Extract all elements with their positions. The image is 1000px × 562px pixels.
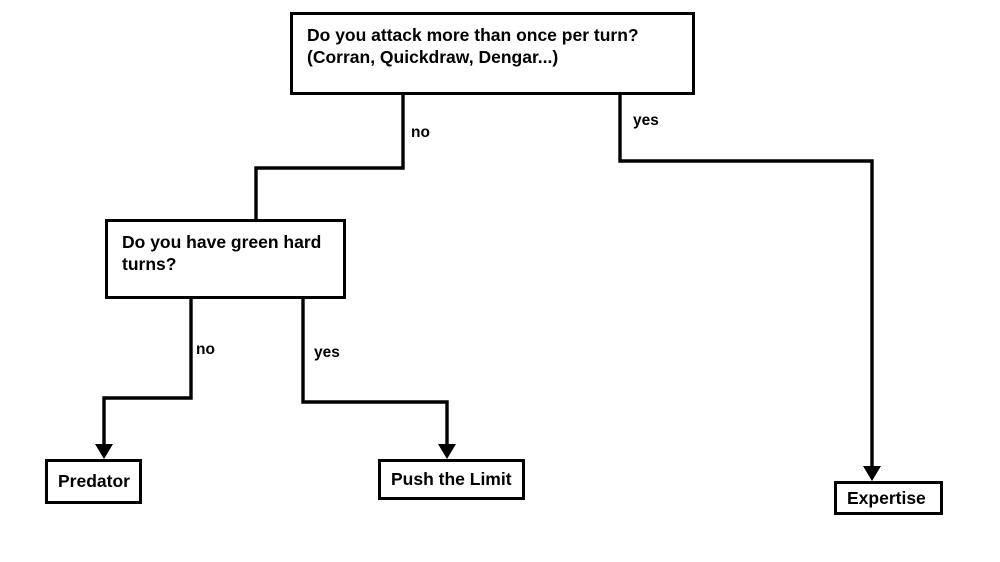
edge-attack-no: [254, 95, 405, 219]
decision-node-attack-frequency[interactable]: Do you attack more than once per turn? (…: [290, 12, 695, 95]
result-node-predator-label: Predator: [58, 471, 130, 492]
edge-green-no-arrowhead-icon: [95, 444, 113, 459]
result-node-expertise-label: Expertise: [847, 487, 926, 508]
result-node-push-the-limit-label: Push the Limit: [391, 469, 512, 490]
decision-node-green-hard-turns[interactable]: Do you have green hard turns?: [105, 219, 346, 299]
edge-label-green-yes: yes: [314, 344, 340, 361]
edge-label-green-no: no: [196, 341, 215, 358]
decision-node-attack-frequency-label: Do you attack more than once per turn? (…: [307, 25, 639, 68]
result-node-push-the-limit[interactable]: Push the Limit: [378, 459, 525, 500]
edge-green-yes: [301, 299, 449, 451]
result-node-expertise[interactable]: Expertise: [834, 481, 943, 515]
edge-green-no: [102, 299, 193, 451]
edge-green-yes-arrowhead-icon: [438, 444, 456, 459]
decision-node-green-hard-turns-label: Do you have green hard turns?: [122, 232, 322, 275]
edge-label-attack-yes: yes: [633, 112, 659, 129]
result-node-predator[interactable]: Predator: [45, 459, 142, 504]
edge-attack-yes: [618, 95, 874, 473]
edge-attack-yes-arrowhead-icon: [863, 466, 881, 481]
edge-label-attack-no: no: [411, 124, 430, 141]
